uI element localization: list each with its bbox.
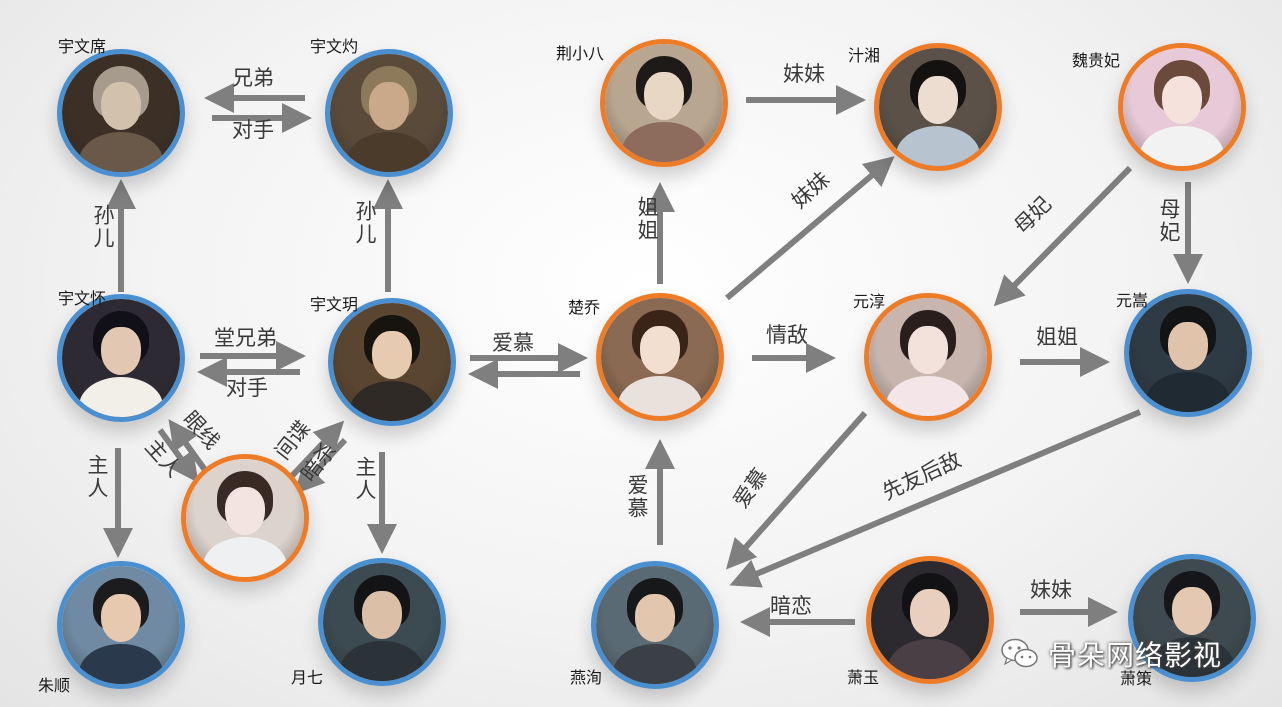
name-xiaoce: 萧策 [1120,669,1153,688]
portrait-yuwenyue [328,298,456,426]
name-yuwenzhuo: 宇文灼 [310,37,359,56]
name-yanxun: 燕洵 [570,668,603,687]
node-chuqiao[interactable] [596,293,724,421]
portrait-xiaoyu [866,556,994,684]
label-xiaoyu-xiaoce-sister: 妹妹 [1030,578,1072,602]
portrait-zhushun [57,561,185,689]
watermark-text: 骨朵网络影视 [1048,639,1223,672]
portrait-yueqi [318,558,446,686]
label-huai-yue-cousin: 堂兄弟 [214,326,277,350]
name-yuanchun: 元淳 [853,292,886,311]
label-xi-zhuo-brother: 兄弟 [232,66,274,90]
name-chuqiao: 楚乔 [568,298,601,317]
portrait-spy [181,454,309,582]
name-zhixiang: 汁湘 [848,46,881,65]
node-yuwenyue[interactable] [328,298,456,426]
label-xi-zhuo-rival: 对手 [232,118,274,142]
node-spy[interactable] [181,454,309,582]
node-yuwenzhuo[interactable] [325,49,453,177]
arrow-wei-to-yuanchun [993,165,1133,307]
label-yue-yueqi-master: 主人 [353,456,377,502]
name-xiaoyu: 萧玉 [847,668,880,687]
label-chuqiao-jing-sister: 姐姐 [635,196,659,242]
portrait-yuansong [1124,289,1252,417]
portrait-yuwenhuai [57,294,185,422]
label-yue-zhuo-grandson: 孙儿 [353,200,377,246]
node-yuwenxi[interactable] [57,49,185,177]
arrow-chuqiao-to-zhi [725,156,895,301]
label-yue-chuqiao-love: 爱慕 [492,331,534,355]
name-yuwenhuai: 宇文怀 [58,289,107,308]
portrait-jingxiaoba [600,39,728,167]
portrait-weiguifei [1118,43,1246,171]
node-yuansong[interactable] [1124,289,1252,417]
portrait-xiaoce [1128,554,1256,682]
label-chuqiao-yuanchun-rival: 情敌 [766,323,808,347]
portrait-yuwenzhuo [325,49,453,177]
node-xiaoce[interactable] [1128,554,1256,682]
name-yueqi: 月七 [291,668,324,687]
arrow-yuanchun-to-yanxun [726,411,868,570]
node-jingxiaoba[interactable] [600,39,728,167]
node-zhixiang[interactable] [874,43,1002,171]
node-yuwenhuai[interactable] [57,294,185,422]
node-xiaoyu[interactable] [866,556,994,684]
arrow-yuansong-to-yanxun [729,409,1142,588]
label-yanxun-chuqiao-love: 爱慕 [625,474,649,520]
label-huai-xi-grandson: 孙儿 [91,204,115,250]
label-huai-zhushun-master: 主人 [85,454,109,500]
node-yuanchun[interactable] [864,293,992,421]
label-huai-yue-rival: 对手 [226,376,268,400]
name-weiguifei: 魏贵妃 [1072,51,1121,70]
label-wei-yuansong-mother: 母妃 [1157,198,1181,244]
node-yueqi[interactable] [318,558,446,686]
node-weiguifei[interactable] [1118,43,1246,171]
label-jing-zhi-sister: 妹妹 [783,62,825,86]
portrait-yuanchun [864,293,992,421]
node-yanxun[interactable] [591,561,719,689]
arrow-yue-to-spy [293,437,348,495]
watermark: 骨朵网络影视 [1000,634,1222,674]
label-xiaoyu-yanxun-crush: 暗恋 [770,594,812,618]
name-yuwenyue: 宇文玥 [310,295,359,314]
label-yuanchun-yuansong-sister: 姐姐 [1036,325,1078,349]
portrait-yuwenxi [57,49,185,177]
portrait-zhixiang [874,43,1002,171]
name-zhushun: 朱顺 [38,676,71,695]
name-yuwenxi: 宇文席 [58,37,107,56]
portrait-chuqiao [596,293,724,421]
name-jingxiaoba: 荆小八 [556,44,605,63]
name-yuansong: 元嵩 [1116,291,1149,310]
portrait-yanxun [591,561,719,689]
node-zhushun[interactable] [57,561,185,689]
wechat-icon [1000,637,1040,671]
